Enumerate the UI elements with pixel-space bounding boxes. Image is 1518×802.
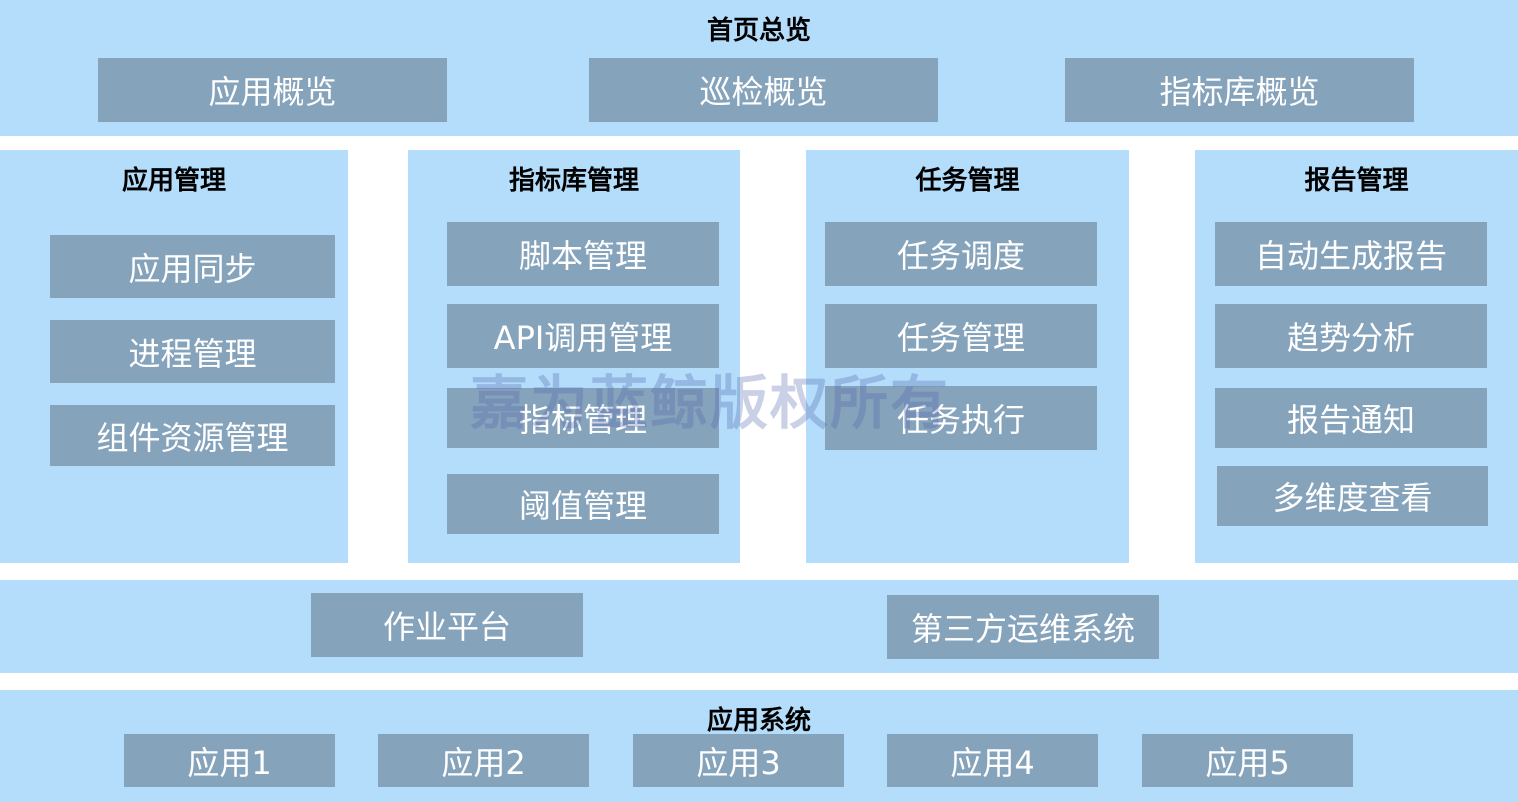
app-system-panel: 应用系统 应用1 应用2 应用3 应用4 应用5 [0,690,1518,802]
auto-generate-report-box: 自动生成报告 [1215,222,1487,286]
home-overview-panel: 首页总览 应用概览 巡检概览 指标库概览 [0,0,1518,136]
app-2-box: 应用2 [378,734,589,787]
metric-library-overview-box: 指标库概览 [1065,58,1414,122]
app-4-box: 应用4 [887,734,1098,787]
script-management-box: 脚本管理 [447,222,719,286]
platform-layer-panel: 作业平台 第三方运维系统 [0,580,1518,673]
metric-management-box: 指标管理 [447,388,719,448]
app-5-box: 应用5 [1142,734,1353,787]
report-management-panel: 报告管理 自动生成报告 趋势分析 报告通知 多维度查看 [1195,150,1518,563]
app-management-panel: 应用管理 应用同步 进程管理 组件资源管理 [0,150,348,563]
process-management-box: 进程管理 [50,320,335,383]
app-1-box: 应用1 [124,734,335,787]
trend-analysis-box: 趋势分析 [1215,304,1487,368]
metric-library-management-title: 指标库管理 [508,166,639,196]
task-execution-box: 任务执行 [825,386,1097,450]
task-management-title: 任务管理 [915,166,1020,196]
task-management-box: 任务管理 [825,304,1097,368]
home-overview-title: 首页总览 [706,16,811,46]
report-management-title: 报告管理 [1304,166,1409,196]
app-management-title: 应用管理 [121,166,226,196]
report-notification-box: 报告通知 [1215,388,1487,448]
metric-library-management-panel: 指标库管理 脚本管理 API调用管理 指标管理 阈值管理 [408,150,740,563]
third-party-ops-system-box: 第三方运维系统 [887,595,1159,659]
component-resource-management-box: 组件资源管理 [50,405,335,466]
job-platform-box: 作业平台 [311,593,583,657]
app-sync-box: 应用同步 [50,235,335,298]
app-3-box: 应用3 [633,734,844,787]
app-system-title: 应用系统 [706,706,811,736]
task-scheduling-box: 任务调度 [825,222,1097,286]
inspection-overview-box: 巡检概览 [589,58,938,122]
multi-dimension-view-box: 多维度查看 [1217,466,1488,526]
app-overview-box: 应用概览 [98,58,447,122]
threshold-management-box: 阈值管理 [447,474,719,534]
task-management-panel: 任务管理 任务调度 任务管理 任务执行 [806,150,1129,563]
api-call-management-box: API调用管理 [447,304,719,368]
